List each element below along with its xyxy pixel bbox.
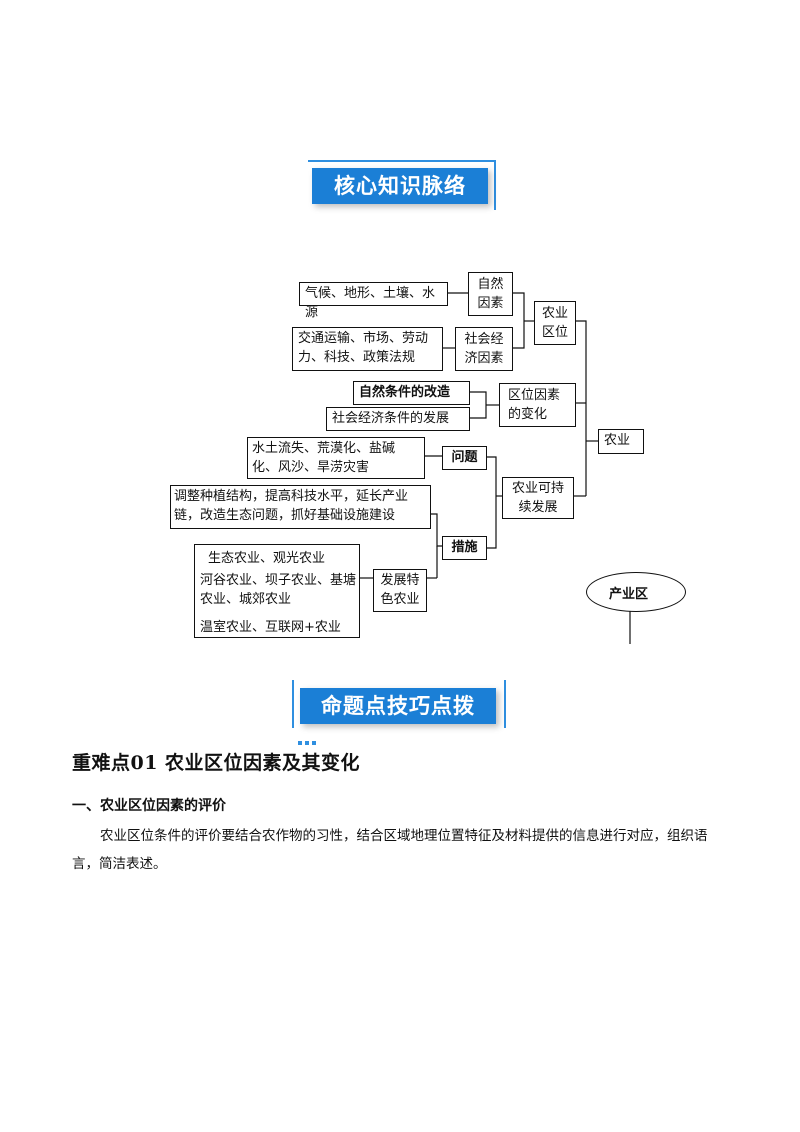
natural-factors-box: 自然因素	[468, 272, 513, 316]
agriculture-box: 农业	[598, 429, 644, 454]
sustainable-box: 农业可持续发展	[502, 477, 574, 519]
banner-dots	[298, 730, 319, 745]
industry-ellipse: 产业区	[586, 572, 686, 612]
diagram-connectors	[194, 292, 631, 644]
banner-title: 核心知识脉络	[312, 168, 488, 204]
core-knowledge-banner: 核心知识脉络	[300, 156, 500, 212]
special-types-box	[194, 544, 360, 638]
banner-frame	[292, 680, 506, 728]
problem-items-box: 水土流失、荒漠化、盐碱化、风沙、旱涝灾害	[247, 437, 425, 479]
special-item-1: 生态农业、观光农业	[208, 551, 326, 566]
natural-change-box: 自然条件的改造	[353, 381, 470, 405]
tips-banner: 命题点技巧点拨	[288, 680, 512, 745]
social-factors-box: 社会经济因素	[455, 327, 513, 371]
section-heading: 重难点01 农业区位因素及其变化	[72, 752, 361, 774]
measures-box: 措施	[442, 536, 487, 560]
natural-items-box: 气候、地形、土壤、水源	[299, 282, 448, 320]
problem-box: 问题	[442, 446, 487, 470]
body-paragraph: 农业区位条件的评价要结合农作物的习性，结合区域地理位置特征及材料提供的信息进行对…	[72, 828, 708, 872]
knowledge-diagram: 气候、地形、土壤、水源 自然因素 交通运输、市场、劳动力、科技、政策法规 社会经…	[170, 266, 686, 646]
measure-items-box: 调整种植结构，提高科技水平，延长产业链，改造生态问题，抓好基础设施建设	[170, 485, 431, 529]
factor-change-box: 区位因素的变化	[499, 383, 576, 427]
special-item-3: 温室农业、互联网+农业	[200, 620, 341, 635]
banner-title: 命题点技巧点拨	[300, 688, 496, 724]
special-item-2: 河谷农业、坝子农业、基塘农业、城郊农业	[200, 573, 357, 607]
social-items-box: 交通运输、市场、劳动力、科技、政策法规	[292, 327, 443, 371]
location-box: 农业区位	[534, 301, 576, 345]
social-change-box: 社会经济条件的发展	[326, 407, 470, 431]
banner-frame	[308, 160, 496, 210]
sub-heading: 一、农业区位因素的评价	[72, 798, 226, 814]
special-box: 发展特色农业	[373, 569, 427, 612]
